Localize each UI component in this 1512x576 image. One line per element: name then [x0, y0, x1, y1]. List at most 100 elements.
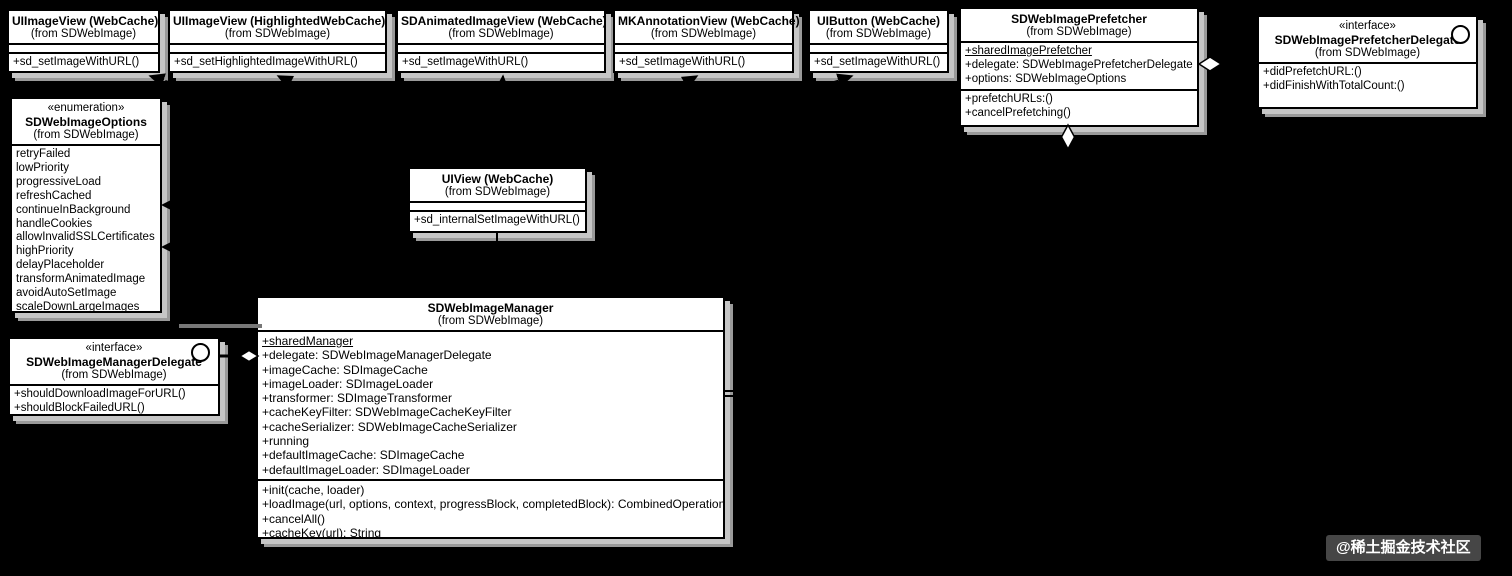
class-package: (from SDWebImage) [33, 129, 139, 141]
class-name: SDWebImagePrefetcher [1011, 12, 1147, 26]
stereotype-label: «enumeration» [47, 102, 125, 114]
class-name: MKAnnotationView (WebCache) [618, 14, 800, 28]
member-row: +didFinishWithTotalCount:() [1263, 79, 1405, 92]
class-header: «interface» SDWebImageManagerDelegate (f… [10, 339, 218, 384]
member-row: +delegate: SDWebImagePrefetcherDelegate [965, 58, 1193, 71]
diamond-prefetcher-bottom [1060, 123, 1076, 151]
member-row: +cacheKey(url): String [262, 525, 382, 537]
class-uibutton-webcache: UIButton (WebCache) (from SDWebImage) +s… [808, 9, 949, 73]
dependency-sdanimatedimageview [494, 74, 510, 169]
dependency-uibutton [567, 73, 854, 169]
methods-section: +prefetchURLs:()+cancelPrefetching() [961, 88, 1197, 125]
member-row: handleCookies [16, 217, 93, 230]
class-sdwebimageprefetcher: SDWebImagePrefetcher (from SDWebImage) +… [959, 7, 1199, 127]
member-row: +sharedImagePrefetcher [965, 45, 1092, 57]
member-row: progressiveLoad [16, 175, 102, 188]
member-row: transformAnimatedImage [16, 273, 146, 286]
link-prefetcher-manager [725, 147, 1069, 392]
interface-sdwebimagemanagerdelegate: «interface» SDWebImageManagerDelegate (f… [8, 337, 220, 416]
methods-section: +shouldDownloadImageForURL()+shouldBlock… [10, 384, 218, 414]
methods-section: +sd_setImageWithURL() [615, 52, 792, 71]
methods-section: +sd_internalSetImageWithURL() [410, 210, 585, 231]
attributes-section [398, 43, 604, 52]
link-manager-options [171, 205, 256, 323]
class-header: UIButton (WebCache) (from SDWebImage) [810, 11, 947, 43]
attributes-section: +sharedManager+delegate: SDWebImageManag… [258, 330, 723, 479]
attributes-section [410, 201, 585, 210]
class-header: UIImageView (HighlightedWebCache) (from … [170, 11, 385, 43]
attributes-section [9, 43, 158, 52]
member-row: +shouldBlockFailedURL() [14, 401, 145, 414]
arrowhead-options-upper [161, 198, 175, 212]
member-row: +options: SDWebImageOptions [965, 72, 1127, 85]
class-uiview-webcache: UIView (WebCache) (from SDWebImage) +sd_… [408, 167, 587, 233]
member-row: avoidAutoSetImage [16, 287, 117, 300]
class-package: (from SDWebImage) [1314, 47, 1421, 59]
methods-section: +didPrefetchURL:()+didFinishWithTotalCou… [1259, 62, 1476, 107]
member-row: +imageLoader: SDImageLoader [262, 376, 434, 391]
enum-sdwebimageoptions: «enumeration» SDWebImageOptions (from SD… [10, 97, 162, 313]
class-name: SDWebImageOptions [25, 115, 147, 129]
member-row: +init(cache, loader) [262, 482, 365, 497]
class-name: SDWebImageManager [427, 301, 554, 315]
watermark-badge: @稀土掘金技术社区 [1326, 535, 1481, 561]
stereotype-label: «interface» [1339, 20, 1396, 32]
class-mkannotationview-webcache: MKAnnotationView (WebCache) (from SDWebI… [613, 9, 800, 73]
class-package: (from SDWebImage) [448, 28, 554, 40]
class-uiimageview-highlightedwebcache: UIImageView (HighlightedWebCache) (from … [168, 9, 387, 73]
class-package: (from SDWebImage) [825, 28, 932, 40]
member-row: +defaultImageLoader: SDImageLoader [262, 462, 470, 477]
dependency-uiimageview [148, 73, 446, 169]
member-row: +cancelAll() [262, 511, 326, 526]
member-row: +delegate: SDWebImageManagerDelegate [262, 348, 492, 363]
class-uiimageview-webcache: UIImageView (WebCache) (from SDWebImage)… [7, 9, 160, 73]
class-header: MKAnnotationView (WebCache) (from SDWebI… [615, 11, 800, 43]
class-name: UIButton (WebCache) [816, 14, 941, 28]
class-sdwebimagemanager: SDWebImageManager (from SDWebImage) +sha… [256, 296, 725, 539]
class-header: «interface» SDWebImagePrefetcherDelegate… [1259, 17, 1476, 62]
arrowhead-options-lower [161, 240, 175, 254]
class-header: SDAnimatedImageView (WebCache) (from SDW… [398, 11, 607, 43]
attributes-section [170, 43, 385, 52]
methods-section: +sd_setImageWithURL() [810, 52, 947, 71]
member-row: +sd_setImageWithURL() [619, 56, 746, 68]
class-package: (from SDWebImage) [30, 28, 137, 40]
methods-section: +sd_setImageWithURL() [398, 52, 604, 71]
member-row: +sharedManager [262, 334, 354, 348]
interface-lollipop-icon [191, 343, 210, 362]
member-row: scaleDownLargeImages [16, 300, 140, 311]
member-row: +sd_setImageWithURL() [814, 56, 941, 68]
class-package: (from SDWebImage) [650, 28, 757, 40]
class-header: UIImageView (WebCache) (from SDWebImage) [9, 11, 158, 43]
member-row: +defaultImageCache: SDImageCache [262, 448, 465, 463]
diamond-prefetcher-delegate [1197, 56, 1223, 72]
class-name: UIImageView (WebCache) [12, 14, 159, 28]
member-row: refreshCached [16, 189, 92, 202]
dependency-uiimageview-hl [276, 75, 463, 169]
methods-section: +sd_setImageWithURL() [9, 52, 158, 71]
member-row: +sd_setImageWithURL() [402, 56, 529, 68]
methods-section: +init(cache, loader)+loadImage(url, opti… [258, 478, 723, 537]
member-row: +shouldDownloadImageForURL() [14, 388, 186, 400]
member-row: +running [262, 434, 310, 449]
class-name: SDWebImageManagerDelegate [26, 355, 202, 369]
member-row: retryFailed [16, 148, 71, 160]
member-row: +didPrefetchURL:() [1263, 66, 1362, 78]
member-row: +sd_internalSetImageWithURL() [414, 214, 580, 226]
member-row: +prefetchURLs:() [965, 92, 1053, 105]
member-row: +sd_setImageWithURL() [13, 56, 140, 68]
member-row: +cancelPrefetching() [965, 106, 1071, 119]
attributes-section [615, 43, 792, 52]
class-package: (from SDWebImage) [61, 369, 167, 381]
stereotype-label: «interface» [85, 342, 143, 354]
class-package: (from SDWebImage) [224, 28, 331, 40]
class-header: SDWebImageManager (from SDWebImage) [258, 298, 723, 330]
member-row: highPriority [16, 245, 74, 258]
class-package: (from SDWebImage) [1026, 26, 1132, 38]
member-row: +cacheSerializer: SDWebImageCacheSeriali… [262, 419, 517, 434]
class-header: «enumeration» SDWebImageOptions (from SD… [12, 99, 160, 144]
attributes-section [810, 43, 947, 52]
interface-sdwebimageprefetcherdelegate: «interface» SDWebImagePrefetcherDelegate… [1257, 15, 1478, 109]
